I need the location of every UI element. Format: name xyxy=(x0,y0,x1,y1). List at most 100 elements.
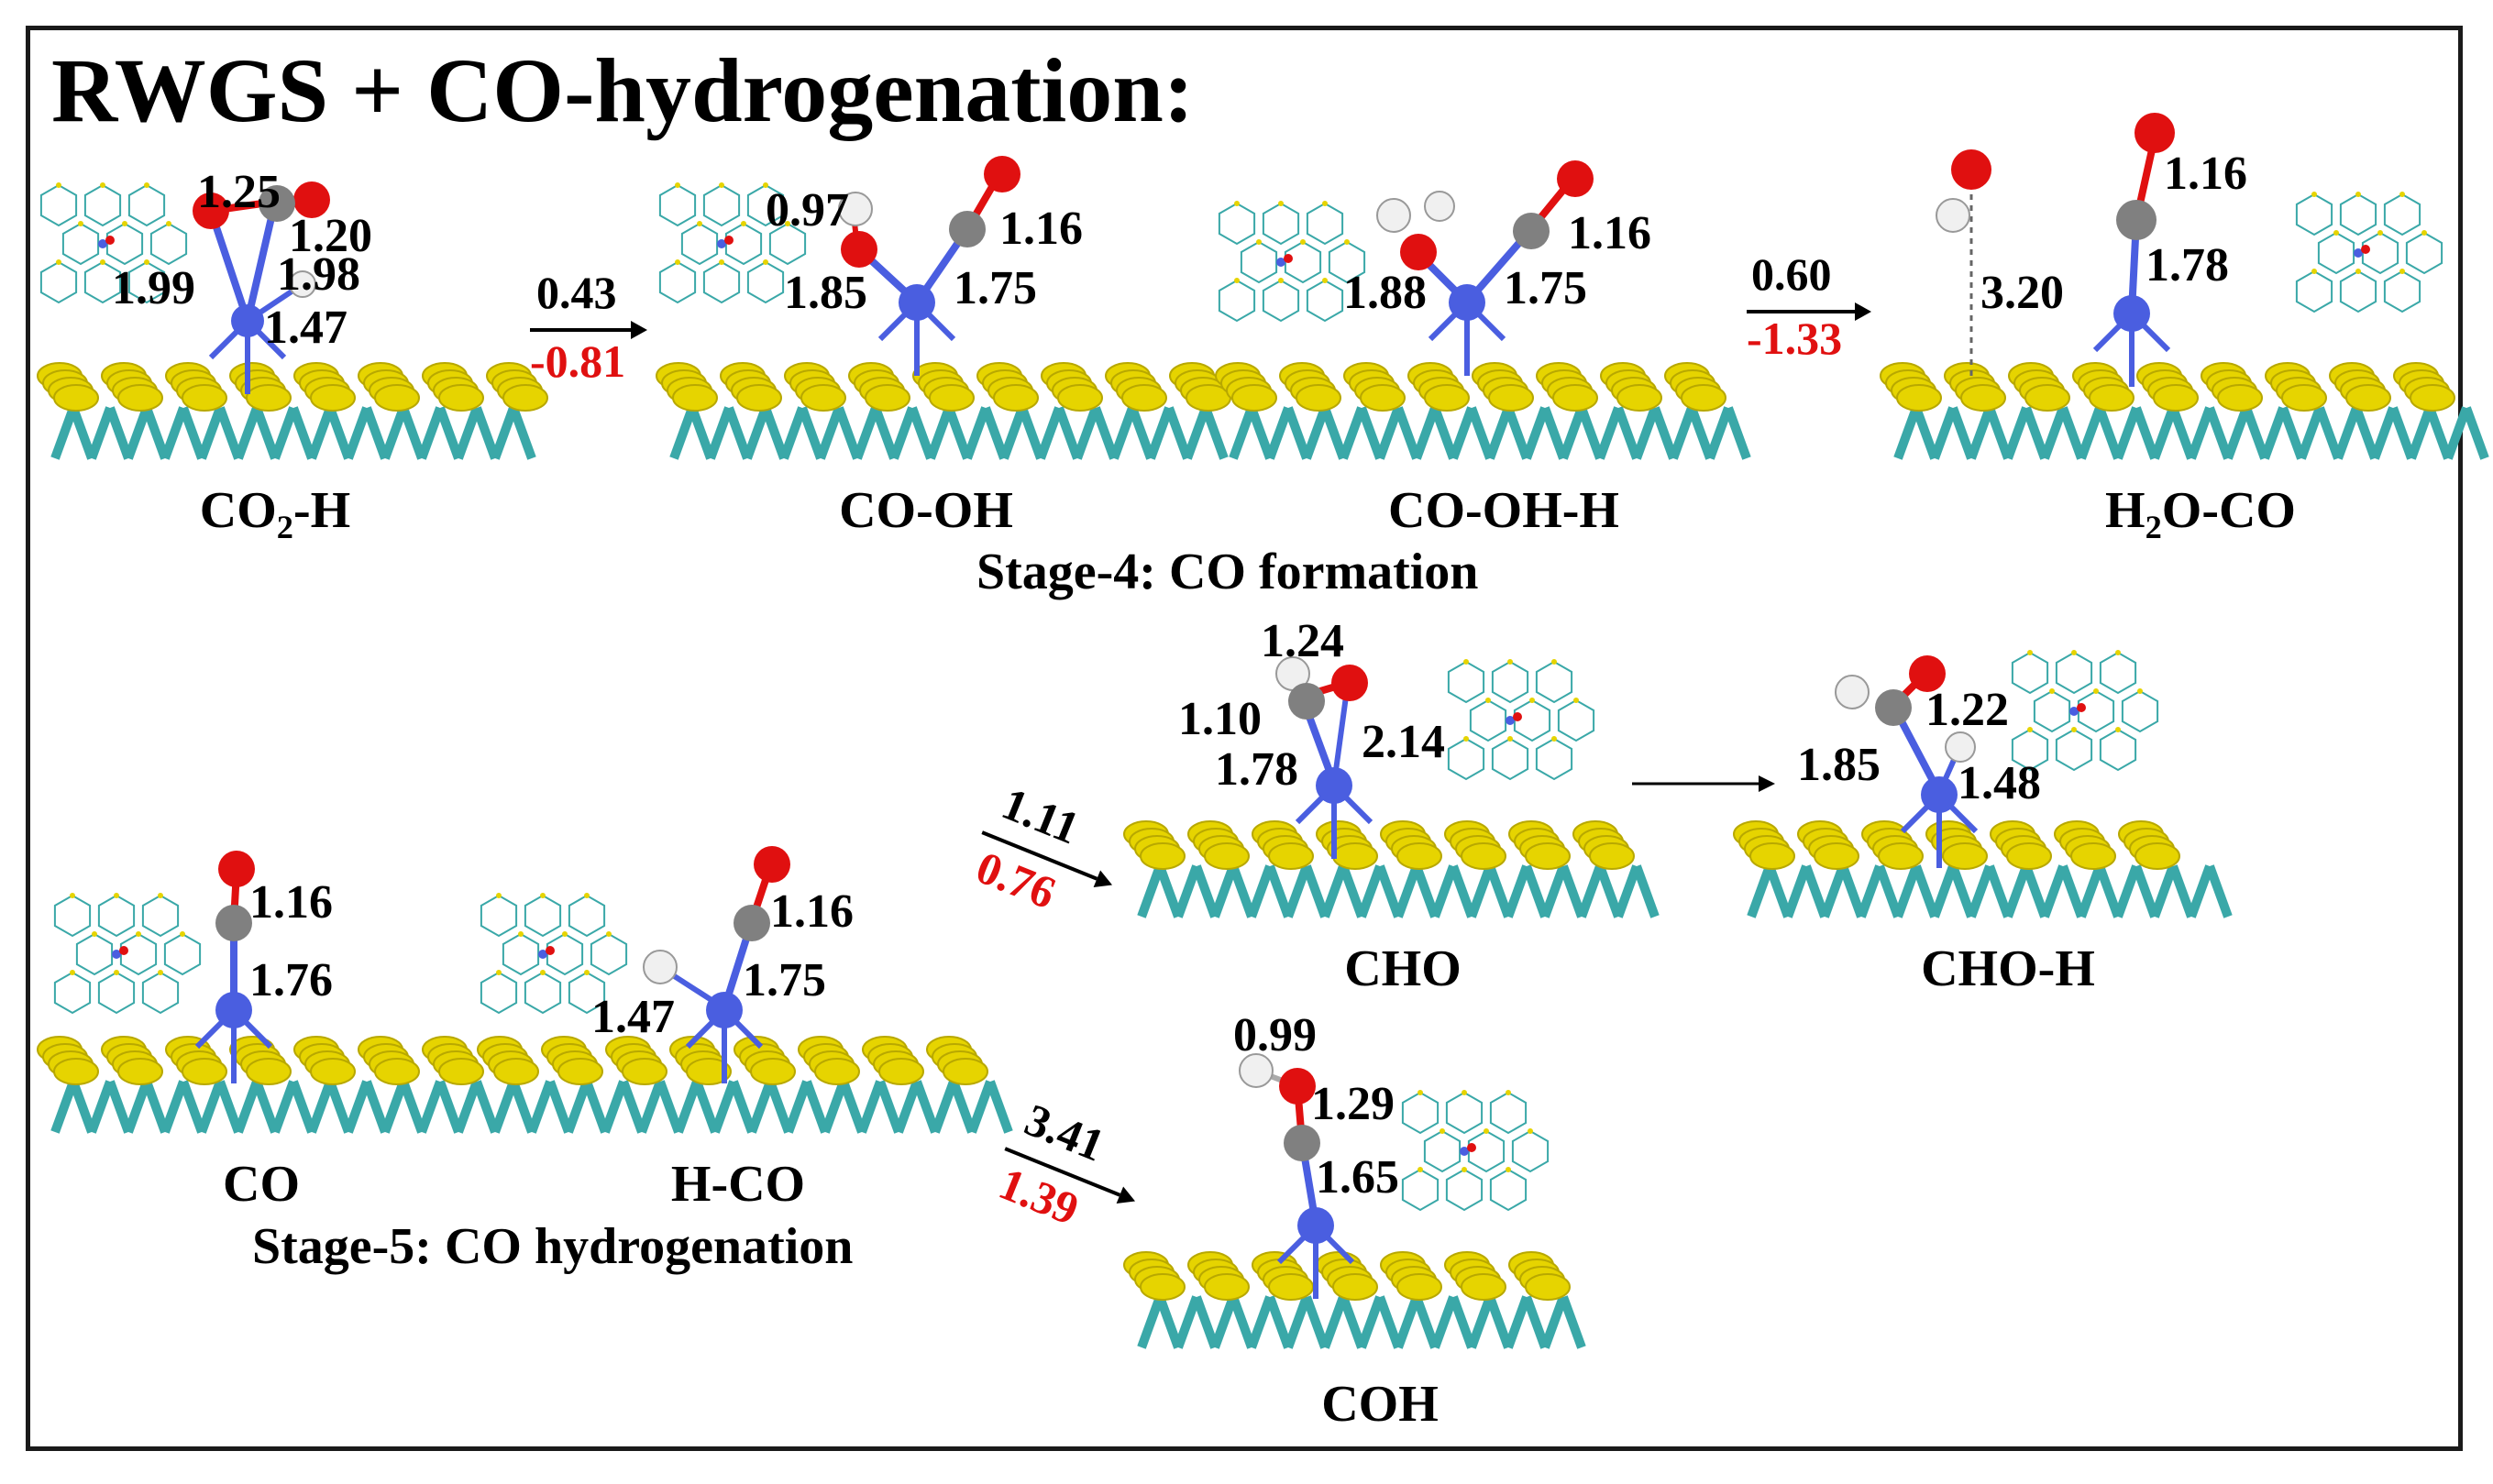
dopant-atom xyxy=(1297,1207,1334,1244)
panel-co2-h: 1.25 1.20 1.99 1.98 1.47 xyxy=(37,147,548,477)
slab-co2-h xyxy=(37,181,548,460)
label-cho: CHO xyxy=(1344,940,1462,997)
hydrogen-atom xyxy=(643,950,678,984)
inset-top-view xyxy=(1401,1090,1550,1212)
dopant-atom xyxy=(1449,284,1485,321)
panel-co-oh: 0.97 1.16 1.85 1.75 xyxy=(656,147,1231,477)
slab-lattice xyxy=(656,300,1231,460)
arrow1-barrier: 0.43 xyxy=(536,267,617,318)
carbon-atom xyxy=(1875,689,1912,726)
hydrogen-atom xyxy=(838,192,873,226)
bond-length: 1.75 xyxy=(1504,262,1587,314)
inset-top-view xyxy=(480,893,628,1015)
inset-top-view xyxy=(1218,201,1366,323)
hydrogen-atom xyxy=(1936,198,1970,233)
inset-top-view xyxy=(658,182,807,304)
dopant-atom xyxy=(2113,295,2150,332)
label-co2-h: CO2-H xyxy=(199,482,351,546)
carbon-atom xyxy=(2116,200,2157,240)
bond-length: 1.10 xyxy=(1178,693,1262,745)
oxygen-atom xyxy=(1557,160,1594,197)
carbon-atom xyxy=(734,905,770,941)
arrow2-reaction-energy: -1.33 xyxy=(1747,313,1843,364)
bond-length: 1.16 xyxy=(999,203,1083,255)
figure-frame xyxy=(26,26,2463,1451)
panel-cho: 1.24 1.10 2.14 1.78 xyxy=(1123,605,1660,935)
bond-length: 1.78 xyxy=(1215,743,1298,796)
hydrogen-atom xyxy=(1835,675,1870,709)
label-co: CO xyxy=(223,1156,300,1213)
carbon-atom xyxy=(1513,213,1550,249)
label-co-oh: CO-OH xyxy=(839,482,1013,539)
carbon-atom xyxy=(1288,683,1325,720)
bond-length: 1.85 xyxy=(1797,739,1881,791)
arrow-1 xyxy=(530,321,647,339)
panel-h-co: 1.16 1.47 1.75 xyxy=(477,839,1013,1150)
arrow1-reaction-energy: -0.81 xyxy=(530,335,626,387)
oxygen-atom xyxy=(1909,655,1946,692)
label-cho-h: CHO-H xyxy=(1921,940,2095,997)
hydrogen-atom xyxy=(1239,1053,1274,1088)
label-co-oh-h: CO-OH-H xyxy=(1388,482,1619,539)
slab-lattice xyxy=(37,1007,500,1134)
stage-5-label: Stage-5: CO hydrogenation xyxy=(252,1218,854,1275)
oxygen-atom xyxy=(1951,149,1991,190)
slab-h2o-co xyxy=(1880,113,2489,460)
slab-cho-h xyxy=(1733,650,2233,918)
bond-length: 3.20 xyxy=(1980,267,2064,319)
inset-top-view xyxy=(39,182,188,304)
bond-length: 1.78 xyxy=(2146,239,2229,291)
oxygen-atom xyxy=(1279,1068,1316,1105)
bond-length: 1.75 xyxy=(954,262,1037,314)
slab-lattice xyxy=(1123,783,1660,918)
dopant-atom xyxy=(231,304,264,337)
figure-title: RWGS + CO-hydrogenation: xyxy=(51,39,1195,141)
carbon-atom xyxy=(1284,1125,1320,1161)
arrow-4-group: 3.41 1.39 xyxy=(981,1089,1174,1266)
inset-top-view xyxy=(2011,650,2159,772)
oxygen-atom xyxy=(754,846,790,883)
bond-length: 2.14 xyxy=(1362,716,1445,768)
hydrogen-atom xyxy=(1376,198,1411,233)
slab-lattice xyxy=(1215,300,1751,460)
arrow-3 xyxy=(981,830,1113,888)
bond-length: 1.22 xyxy=(1925,684,2009,736)
bond-length: 1.47 xyxy=(264,302,347,354)
stage-4-label: Stage-4: CO formation xyxy=(976,544,1479,600)
label-h-co: H-CO xyxy=(670,1156,806,1213)
carbon-atom xyxy=(215,905,252,941)
slab-lattice xyxy=(1880,311,2489,460)
oxygen-atom xyxy=(218,851,255,887)
arrow-cho-to-cho-h xyxy=(1632,775,1775,792)
label-coh: COH xyxy=(1321,1376,1439,1433)
bond-length: 0.97 xyxy=(766,184,849,236)
bond-length: 1.48 xyxy=(1958,757,2041,809)
carbon-atom xyxy=(259,185,295,222)
carbon-atom xyxy=(949,211,986,247)
arrow2-barrier: 0.60 xyxy=(1751,248,1832,300)
slab-lattice xyxy=(1733,792,2233,918)
arrow-2 xyxy=(1747,302,1871,321)
bond-length: 1.47 xyxy=(591,991,675,1043)
slab-lattice xyxy=(1123,1223,1586,1349)
bond-length: 1.29 xyxy=(1311,1078,1395,1130)
inset-top-view xyxy=(2295,192,2443,313)
dopant-atom xyxy=(1921,776,1958,813)
bond-length: 1.24 xyxy=(1261,615,1344,667)
oxygen-atom xyxy=(841,231,877,268)
slab-lattice xyxy=(477,1007,1013,1134)
oxygen-atom xyxy=(984,156,1020,192)
slab-lattice xyxy=(37,318,548,460)
slab-co xyxy=(37,851,500,1134)
bond-length: 1.16 xyxy=(2164,148,2247,200)
dopant-atom xyxy=(215,992,252,1028)
bond-length: 1.76 xyxy=(249,954,333,1006)
panel-coh: 0.99 1.29 1.65 xyxy=(1123,1009,1600,1366)
dopant-atom xyxy=(1316,767,1352,804)
panel-cho-h: 1.22 1.85 1.48 xyxy=(1733,632,2233,935)
panel-co: 1.16 1.76 xyxy=(37,839,500,1150)
panel-h2o-co: 1.16 3.20 1.78 xyxy=(1880,101,2489,477)
dopant-atom xyxy=(899,284,935,321)
arrow-3-group: 1.11 0.76 xyxy=(958,773,1151,950)
dopant-atom xyxy=(706,992,743,1028)
